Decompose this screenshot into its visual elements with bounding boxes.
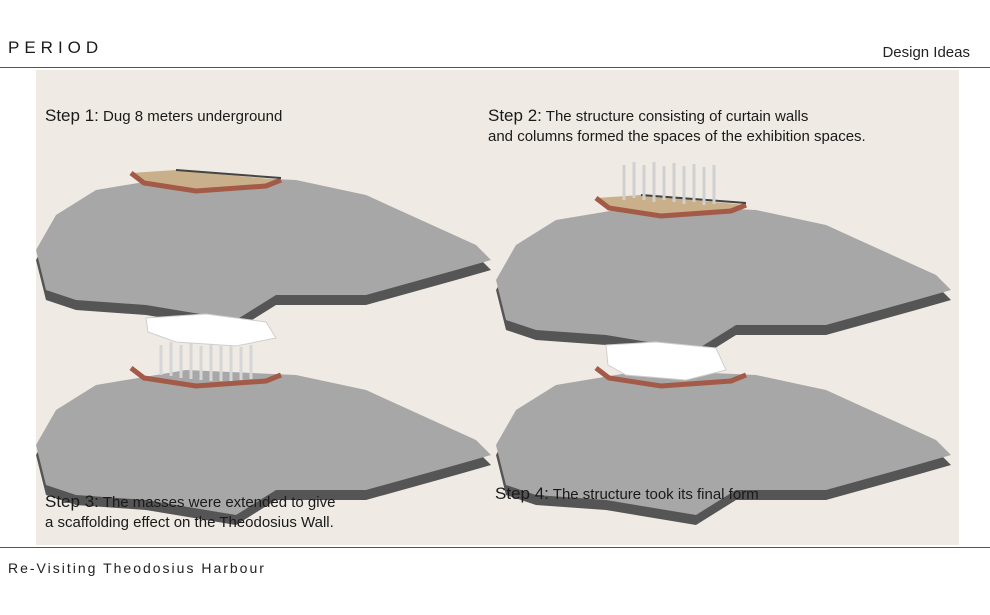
bottom-divider xyxy=(0,547,990,548)
step1-text: Dug 8 meters underground xyxy=(103,108,283,125)
step4-label: Step 4: xyxy=(495,484,549,503)
diagram-panel: Step 1: Dug 8 meters underground Step 2:… xyxy=(36,70,959,545)
step3-text: The masses were extended to give xyxy=(102,494,336,511)
step1-diagram xyxy=(36,170,491,330)
step3-diagram xyxy=(36,313,491,525)
step3-caption: Step 3: The masses were extended to give… xyxy=(45,492,335,533)
step2-diagram xyxy=(496,162,951,360)
step2-label: Step 2: xyxy=(488,106,542,125)
page-title: PERIOD xyxy=(8,38,104,57)
step4-caption: Step 4: The structure took its final for… xyxy=(495,484,759,505)
top-divider xyxy=(0,67,990,68)
step1-caption: Step 1: Dug 8 meters underground xyxy=(45,106,282,127)
terrain-diagrams xyxy=(36,162,951,525)
footer-title: Re-Visiting Theodosius Harbour xyxy=(8,560,266,576)
step3-text-line2: a scaffolding effect on the Theodosius W… xyxy=(45,514,334,531)
step4-text: The structure took its final form xyxy=(552,486,759,503)
step2-text-line2: and columns formed the spaces of the exh… xyxy=(488,128,866,145)
step3-label: Step 3: xyxy=(45,492,99,511)
step2-caption: Step 2: The structure consisting of curt… xyxy=(488,106,866,147)
step4-diagram xyxy=(496,341,951,525)
section-label: Design Ideas xyxy=(882,44,970,61)
step1-label: Step 1: xyxy=(45,106,99,125)
step2-text: The structure consisting of curtain wall… xyxy=(545,108,809,125)
